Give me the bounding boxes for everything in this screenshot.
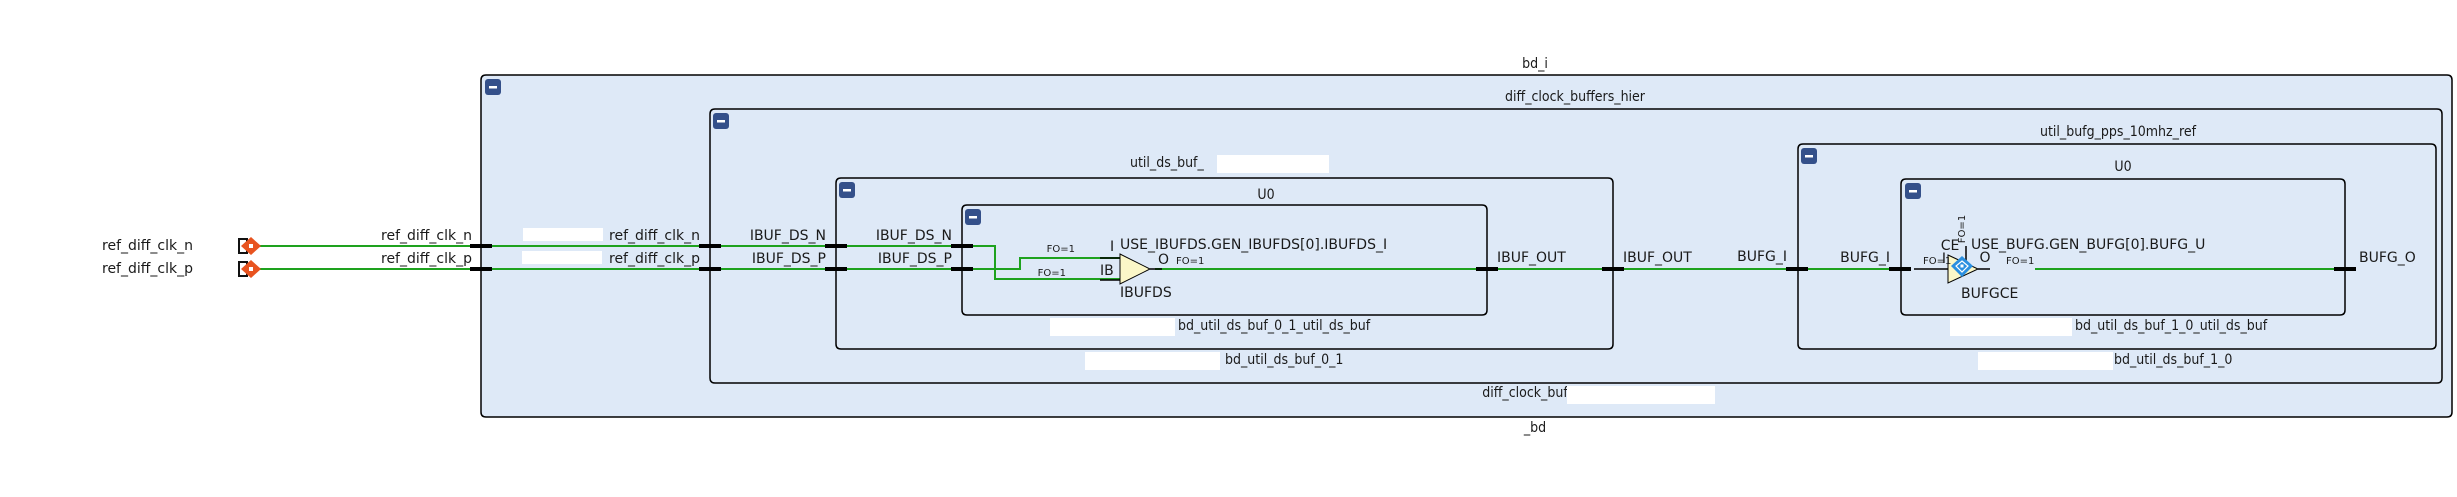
ibufds-fo-ib: FO=1 xyxy=(1038,268,1066,279)
ibufds-pin-ib: IB xyxy=(1100,263,1114,279)
net-ref-diff-clk-n[interactable] xyxy=(260,245,1125,280)
util-ds-buf-u0-title: U0 xyxy=(1257,187,1274,203)
ibufds-fo-o: FO=1 xyxy=(1176,256,1204,267)
port-label-ref-diff-clk-p: ref_diff_clk_p xyxy=(102,261,193,277)
redacted-area xyxy=(1978,352,2113,370)
util-ds-buf-port-label-p: IBUF_DS_P xyxy=(752,251,826,267)
ibufds-cell[interactable] xyxy=(1100,253,1162,285)
input-port-icon-n[interactable] xyxy=(238,237,261,255)
bufgce-fo-i: FO=1 xyxy=(1923,256,1951,267)
diff-clock-buffers-hier-title: diff_clock_buffers_hier xyxy=(1505,89,1646,105)
util-bufg-u0-collapse-button[interactable] xyxy=(1905,183,1921,199)
util-ds-buf-u0-box[interactable] xyxy=(961,204,1488,316)
util-bufg-outer-label-in: BUFG_I xyxy=(1737,249,1787,265)
util-bufg-u0-box[interactable] xyxy=(1900,178,2346,316)
bufgce-fo-ce: FO=1 xyxy=(1957,215,1968,243)
hier-port-label-p: ref_diff_clk_p xyxy=(609,251,700,267)
diff-clock-buffers-hier-collapse-button[interactable] xyxy=(713,113,729,129)
ibufds-fo-i: FO=1 xyxy=(1047,244,1075,255)
util-ds-buf-port-label-out: IBUF_OUT xyxy=(1623,250,1692,266)
redacted-area xyxy=(1567,386,1715,404)
bd-i-footer: _bd xyxy=(1523,420,1546,436)
redacted-area xyxy=(523,228,603,241)
bd-i-port-label-p: ref_diff_clk_p xyxy=(381,251,472,267)
util-ds-buf-footer: bd_util_ds_buf_0_1 xyxy=(1225,352,1343,368)
redacted-area xyxy=(1217,155,1329,173)
redacted-area xyxy=(1950,318,2072,336)
util-ds-buf-u0-port-label-p: IBUF_DS_P xyxy=(878,251,952,267)
ibufds-type: IBUFDS xyxy=(1120,285,1172,301)
ibufds-instance-name: USE_IBUFDS.GEN_IBUFDS[0].IBUFDS_I xyxy=(1120,237,1387,253)
bd-i-title: bd_i xyxy=(1522,56,1548,72)
bufgce-pin-o: O xyxy=(1979,250,1990,266)
util-ds-buf-u0-collapse-button[interactable] xyxy=(965,209,981,225)
redacted-area xyxy=(522,251,602,264)
util-bufg-u0-title: U0 xyxy=(2114,159,2131,175)
net-ref-diff-clk-p[interactable] xyxy=(260,257,1125,270)
bufgce-instance-name: USE_BUFG.GEN_BUFG[0].BUFG_U xyxy=(1971,237,2205,253)
bd-i-collapse-button[interactable] xyxy=(485,79,501,95)
util-ds-buf-u0-port-label-out: IBUF_OUT xyxy=(1497,250,1566,266)
util-ds-buf-u0-port-label-n: IBUF_DS_N xyxy=(876,228,952,244)
ibufds-pin-o: O xyxy=(1158,252,1169,268)
util-ds-buf-title: util_ds_buf_ xyxy=(1130,155,1204,171)
util-bufg-footer: bd_util_ds_buf_1_0 xyxy=(2114,352,2232,368)
redacted-area xyxy=(1085,352,1220,370)
util-bufg-u0-port-label-out: BUFG_O xyxy=(2359,250,2416,266)
ibufds-pin-i: I xyxy=(1110,239,1114,255)
bufgce-pin-ce: CE xyxy=(1941,238,1960,254)
hier-port-label-n: ref_diff_clk_n xyxy=(609,228,700,244)
util-ds-buf-collapse-button[interactable] xyxy=(839,182,855,198)
util-ds-buf-u0-footer: bd_util_ds_buf_0_1_util_ds_buf xyxy=(1178,318,1371,334)
util-bufg-title: util_bufg_pps_10mhz_ref xyxy=(2040,124,2197,140)
bufgce-type: BUFGCE xyxy=(1961,286,2018,302)
input-port-icon-p[interactable] xyxy=(238,260,261,278)
bd-i-port-label-n: ref_diff_clk_n xyxy=(381,228,472,244)
util-ds-buf-port-label-n: IBUF_DS_N xyxy=(750,228,826,244)
util-bufg-u0-footer: bd_util_ds_buf_1_0_util_ds_buf xyxy=(2075,318,2268,334)
util-bufg-u0-port-label-in: BUFG_I xyxy=(1840,250,1890,266)
bufgce-pin-i: I xyxy=(1942,251,1946,267)
port-label-ref-diff-clk-n: ref_diff_clk_n xyxy=(102,238,193,254)
util-bufg-collapse-button[interactable] xyxy=(1801,148,1817,164)
bufg-clock-icon xyxy=(1951,256,1973,277)
bufgce-fo-o: FO=1 xyxy=(2006,256,2034,267)
redacted-area xyxy=(1050,318,1175,336)
